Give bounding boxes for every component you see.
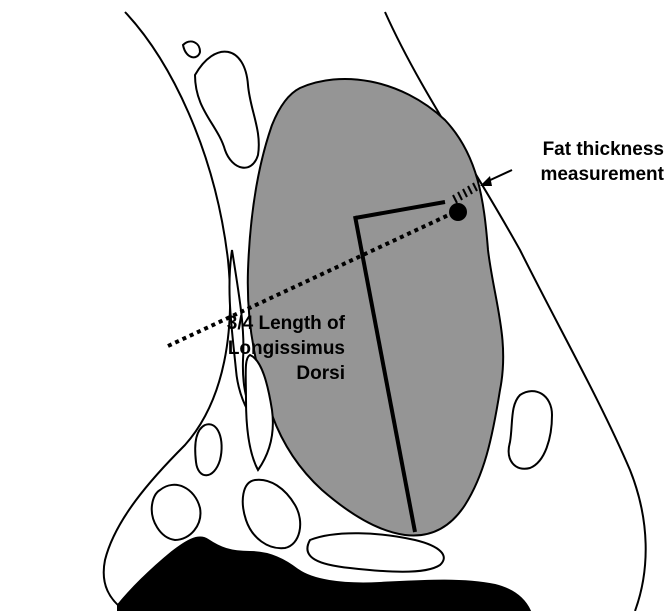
lower-center-tissue xyxy=(307,533,443,572)
longissimus-label-line3: Dorsi xyxy=(125,361,345,386)
fat-thickness-arrow-head xyxy=(480,176,492,186)
longissimus-label: 3/4 Length of Longissimus Dorsi xyxy=(125,311,345,386)
right-tissue xyxy=(509,391,552,469)
lower-left-tissue-2 xyxy=(195,424,221,475)
fat-thickness-label-line1: Fat thickness xyxy=(540,137,664,162)
lower-left-tissue-3 xyxy=(243,480,300,548)
lower-left-tissue-4 xyxy=(152,485,201,540)
longissimus-label-line2: Longissimus xyxy=(125,336,345,361)
fat-thickness-label: Fat thickness measurement xyxy=(540,137,664,187)
fat-thickness-label-line2: measurement xyxy=(540,162,664,187)
fat-measurement-point xyxy=(449,203,467,221)
upper-left-tissue xyxy=(195,52,259,168)
longissimus-label-line1: 3/4 Length of xyxy=(125,311,345,336)
left-small-tissue xyxy=(183,41,200,57)
loin-eye-muscle xyxy=(248,79,503,536)
